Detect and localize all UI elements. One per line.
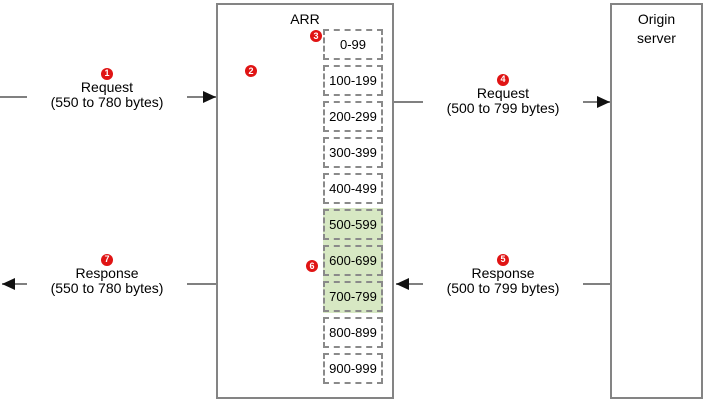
byte-range-row: 700-799: [323, 281, 383, 312]
client-request-title: Request: [80, 78, 134, 95]
step-2-marker: 2: [245, 65, 257, 77]
origin-server-box: Origin server: [610, 3, 703, 399]
byte-range-label: 500-599: [329, 217, 377, 232]
step-1-marker: 1: [101, 67, 113, 80]
arr-server-box: ARR: [216, 3, 394, 399]
byte-range-label: 0-99: [339, 37, 367, 52]
client-response-label: 7 Response (550 to 780 bytes): [27, 250, 187, 296]
byte-range-label: 900-999: [329, 361, 377, 376]
step-4-marker: 4: [497, 73, 509, 86]
origin-response-detail: (500 to 799 bytes): [446, 279, 560, 296]
byte-range-row: 800-899: [323, 317, 383, 348]
client-request-arrowhead-icon: [203, 91, 216, 103]
byte-range-label: 400-499: [329, 181, 377, 196]
step-7-marker: 7: [101, 253, 113, 266]
client-response-arrowhead-icon: [2, 278, 15, 290]
byte-range-stack: 0-99 100-199 200-299 300-399 400-499 500-599 6…: [323, 29, 383, 389]
byte-range-row: 200-299: [323, 101, 383, 132]
byte-range-row: 500-599: [323, 209, 383, 240]
origin-request-detail: (500 to 799 bytes): [446, 99, 560, 116]
byte-range-label: 800-899: [329, 325, 377, 340]
client-request-label: 1 Request (550 to 780 bytes): [27, 64, 187, 110]
client-request-detail: (550 to 780 bytes): [50, 93, 164, 110]
byte-range-label: 200-299: [329, 109, 377, 124]
byte-range-label: 100-199: [329, 73, 377, 88]
byte-range-row: 100-199: [323, 65, 383, 96]
byte-range-row: 900-999: [323, 353, 383, 384]
step-6-marker: 6: [306, 260, 318, 272]
byte-range-row: 300-399: [323, 137, 383, 168]
byte-range-row: 0-99: [323, 29, 383, 60]
step-3-marker: 3: [310, 30, 322, 42]
origin-response-title: Response: [471, 264, 535, 281]
byte-range-row: 600-699: [323, 245, 383, 276]
origin-request-title: Request: [476, 84, 530, 101]
client-response-title: Response: [75, 264, 139, 281]
origin-response-arrowhead-icon: [396, 278, 409, 290]
byte-range-label: 600-699: [329, 253, 377, 268]
cached-ranges-highlight: [323, 208, 383, 313]
byte-range-label: 300-399: [329, 145, 377, 160]
client-response-detail: (550 to 780 bytes): [50, 279, 164, 296]
origin-server-title: Origin server: [637, 11, 676, 46]
origin-request-arrowhead-icon: [597, 96, 610, 108]
origin-request-label: 4 Request (500 to 799 bytes): [423, 70, 583, 116]
byte-range-label: 700-799: [329, 289, 377, 304]
arr-title: ARR: [290, 11, 320, 27]
byte-range-row: 400-499: [323, 173, 383, 204]
step-5-marker: 5: [497, 253, 509, 266]
origin-response-label: 5 Response (500 to 799 bytes): [423, 250, 583, 296]
